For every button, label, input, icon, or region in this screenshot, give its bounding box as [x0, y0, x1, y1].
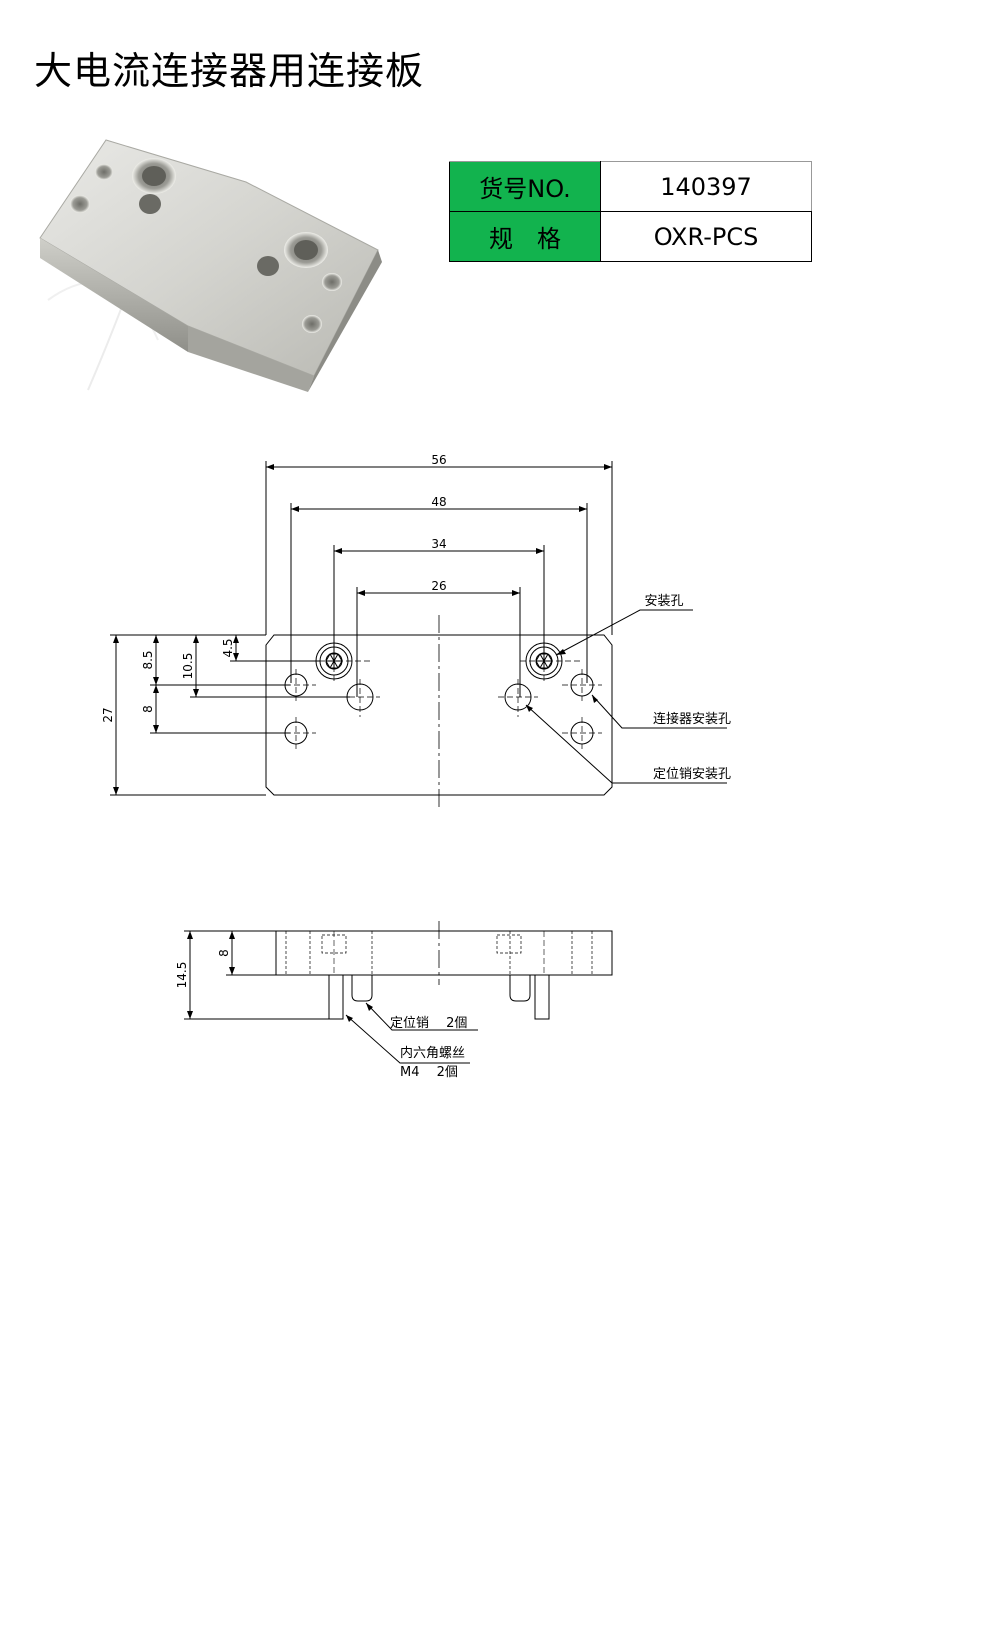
plate-outline: [265, 634, 613, 796]
side-dim-8: 8: [217, 949, 231, 957]
spec-no-label: 货号NO.: [449, 161, 601, 212]
dim-10-5: 10.5: [181, 653, 195, 680]
label-pin-hole: 定位销安装孔: [653, 767, 731, 782]
label-mount-hole: 安装孔: [644, 594, 683, 609]
label-pin: 定位销 2個: [390, 1016, 467, 1031]
dim-8: 8: [141, 705, 155, 713]
label-screw: 内六角螺丝: [400, 1045, 465, 1061]
spec-model-label: 规 格: [449, 211, 601, 262]
spec-model-value: OXR-PCS: [600, 211, 812, 262]
dim-48: 48: [431, 495, 446, 509]
dim-27: 27: [101, 707, 115, 722]
technical-drawing: 56 48 34 26 27 8.5 8 10.5 4.5 安装孔 连接器安装孔…: [101, 455, 731, 1080]
label-screw-spec: M4 2個: [400, 1065, 458, 1080]
spec-no-value: 140397: [600, 161, 812, 212]
side-dim-14-5: 14.5: [175, 962, 189, 989]
dim-8-5: 8.5: [141, 650, 155, 669]
spec-row-model: 规 格 OXR-PCS: [449, 211, 812, 262]
dim-34: 34: [431, 537, 446, 551]
label-connector-hole: 连接器安装孔: [653, 711, 731, 727]
spec-row-no: 货号NO. 140397: [449, 161, 812, 212]
spec-table: 货号NO. 140397 规 格 OXR-PCS: [449, 161, 812, 262]
dim-56: 56: [431, 455, 446, 467]
dim-26: 26: [431, 579, 446, 593]
dim-4-5: 4.5: [221, 638, 235, 657]
page-title: 大电流连接器用连接板: [34, 49, 425, 93]
product-photo: [39, 139, 382, 392]
